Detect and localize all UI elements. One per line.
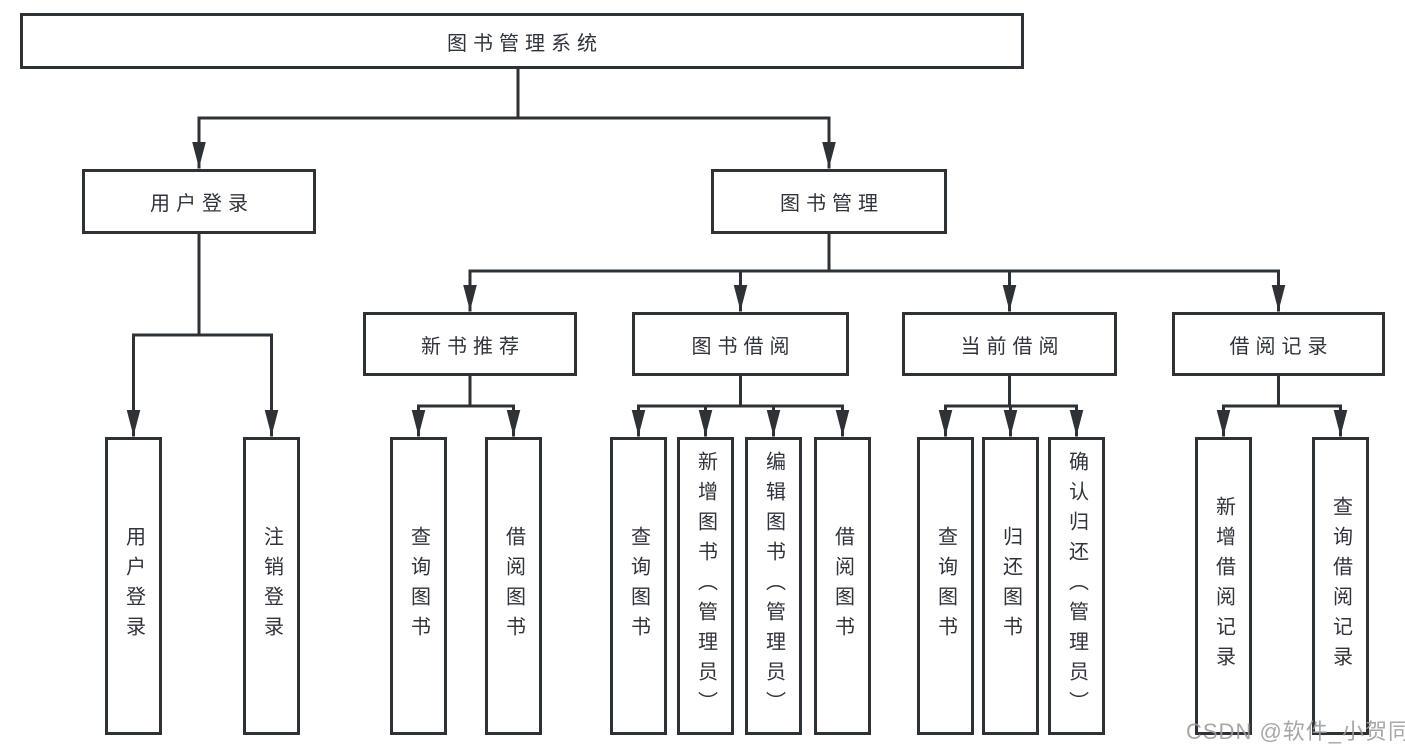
node-user-login: 用户登录 [82,169,316,234]
leaf-user-login: 用户登录 [105,437,162,735]
leaf-nb-query-books: 查询图书 [390,437,447,735]
leaf-nb-borrow-books: 借阅图书 [485,437,542,735]
leaf-logout: 注销登录 [243,437,300,735]
csdn-watermark: CSDN @软件_小贺同学 [1186,719,1405,744]
node-library-management-system: 图书管理系统 [20,13,1024,69]
leaf-cb-confirm-return-admin: 确认归还（管理员） [1048,437,1105,735]
leaf-cb-query-books: 查询图书 [917,437,974,735]
leaf-bb-query-books: 查询图书 [610,437,667,735]
leaf-bb-borrow-books: 借阅图书 [814,437,871,735]
node-borrow-records: 借阅记录 [1172,312,1385,376]
node-book-management: 图书管理 [711,169,947,234]
node-book-borrow: 图书借阅 [632,312,849,376]
node-new-book-recommend: 新书推荐 [363,312,577,376]
leaf-cb-return-books: 归还图书 [982,437,1039,735]
leaf-br-query-borrow-record: 查询借阅记录 [1312,437,1369,735]
leaf-br-add-borrow-record: 新增借阅记录 [1195,437,1252,735]
node-current-borrow: 当前借阅 [902,312,1117,376]
leaf-bb-add-books-admin: 新增图书（管理员） [677,437,734,735]
leaf-bb-edit-books-admin: 编辑图书（管理员） [745,437,802,735]
